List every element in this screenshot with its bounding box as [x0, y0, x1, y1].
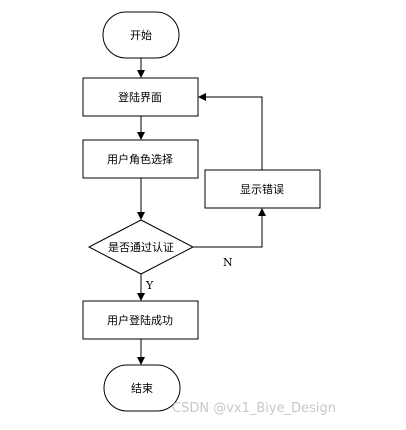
login-screen-node: 登陆界面 [82, 77, 199, 117]
login-success-label: 用户登陆成功 [107, 313, 173, 327]
end-node: 结束 [103, 364, 181, 412]
select-role-label: 用户角色选择 [107, 152, 173, 166]
edge-auth-no-to-error [193, 208, 266, 248]
select-role-node: 用户角色选择 [82, 139, 199, 179]
watermark: CSDN @vx1_Biye_Design [172, 401, 336, 416]
show-error-node: 显示错误 [204, 169, 321, 209]
login-success-node: 用户登陆成功 [82, 300, 199, 340]
auth-check-node: 是否通过认证 [87, 219, 195, 275]
yes-label: Y [145, 279, 154, 292]
auth-check-label: 是否通过认证 [108, 241, 174, 254]
start-node: 开始 [102, 11, 180, 59]
login-screen-label: 登陆界面 [118, 90, 162, 104]
end-label: 结束 [131, 382, 153, 395]
show-error-label: 显示错误 [240, 182, 284, 196]
no-label: N [223, 256, 233, 269]
edge-error-to-login [198, 93, 263, 170]
start-label: 开始 [130, 28, 152, 42]
